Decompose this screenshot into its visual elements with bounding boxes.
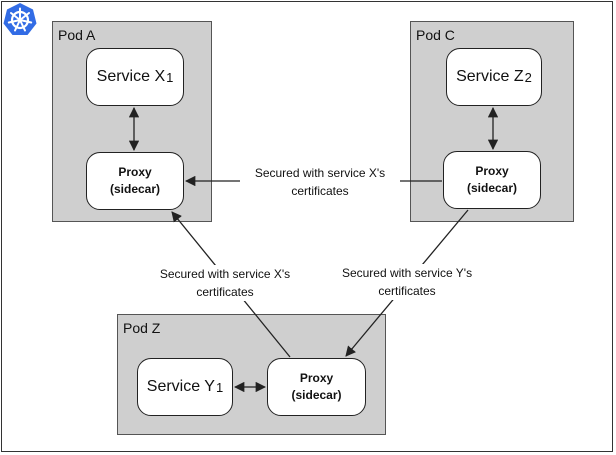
proxy-pod-z-subtitle: (sidecar) (291, 388, 342, 402)
service-y1-name: Service Y (146, 378, 215, 395)
proxy-pod-a-title: Proxy (118, 165, 152, 179)
edge-label-z-to-a-line1: Secured with service X's (159, 267, 291, 281)
edge-label-c-to-a-line1: Secured with service X's (254, 166, 386, 180)
edge-label-z-to-a-line2: certificates (196, 285, 254, 299)
proxy-pod-c-subtitle: (sidecar) (466, 181, 518, 195)
proxy-pod-a-subtitle: (sidecar) (109, 182, 161, 196)
edge-label-c-to-z-line1: Secured with service Y's (341, 266, 473, 280)
kubernetes-helm-icon (3, 3, 37, 35)
edge-label-c-to-z-line2: certificates (378, 284, 436, 298)
proxy-pod-z: Proxy (sidecar) (267, 358, 366, 416)
service-z2-name: Service Z (456, 68, 524, 85)
pod-z-label: Pod Z (123, 320, 161, 336)
service-x1-subscript: 1 (166, 69, 174, 85)
proxy-pod-z-title: Proxy (299, 371, 334, 385)
edge-label-z-to-a: Secured with service X's certificates (140, 265, 310, 301)
service-y1-subscript: 1 (215, 379, 224, 395)
edge-label-c-to-z: Secured with service Y's certificates (322, 264, 492, 300)
proxy-pod-c: Proxy (sidecar) (443, 151, 541, 209)
edge-label-c-to-a-line2: certificates (291, 184, 349, 198)
edge-label-c-to-a: Secured with service X's certificates (240, 164, 400, 200)
proxy-pod-a: Proxy (sidecar) (86, 152, 184, 210)
service-z2-subscript: 2 (524, 69, 532, 85)
pod-c-label: Pod C (416, 27, 455, 43)
proxy-pod-c-title: Proxy (475, 164, 509, 178)
service-x1-name: Service X (96, 68, 166, 85)
pod-a-label: Pod A (58, 27, 96, 43)
